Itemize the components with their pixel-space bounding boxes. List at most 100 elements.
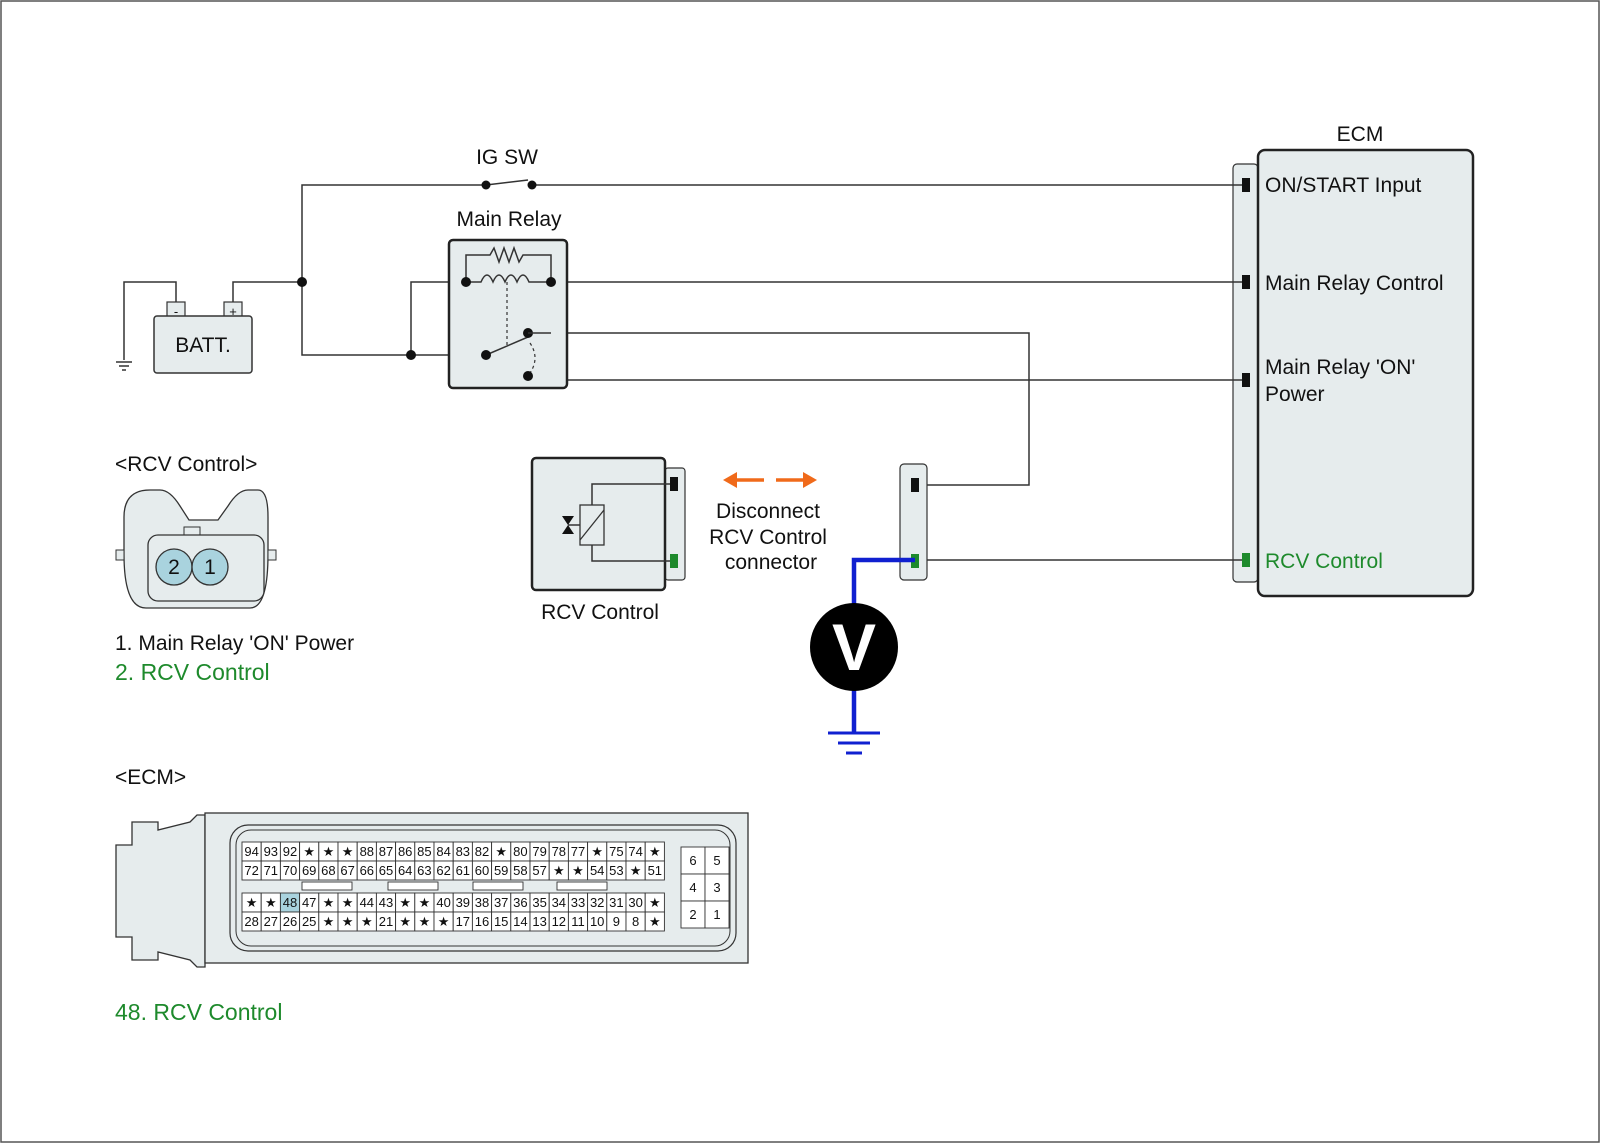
ecm-pin-label: ★ xyxy=(342,844,354,859)
ecm-key-slot xyxy=(556,881,608,891)
ecm-pin-label: 63 xyxy=(417,863,431,878)
ecm-pin-label: 60 xyxy=(475,863,489,878)
rcv-control-component: RCV Control xyxy=(530,456,686,624)
junction-dot xyxy=(406,350,416,360)
ecm-side-pin-label: 1 xyxy=(713,907,720,922)
ecm-pin-label: 61 xyxy=(456,863,470,878)
ecm-side-pin-label: 4 xyxy=(689,880,696,895)
ecm-pin-label: ★ xyxy=(265,895,277,910)
ecm-pin-main-relay-on: Main Relay 'ON' xyxy=(1265,356,1415,379)
voltmeter-icon xyxy=(810,603,898,691)
ecm-pin-label: 48 xyxy=(283,895,297,910)
ecm-pin-label: 84 xyxy=(436,844,450,859)
ecm-title: ECM xyxy=(1337,123,1384,146)
rcv-terminal xyxy=(670,477,678,491)
ecm-pin-label: 71 xyxy=(264,863,278,878)
ecm-pin-label: 65 xyxy=(379,863,393,878)
rcv-pin-1 xyxy=(191,548,229,586)
ecm-pin-label: ★ xyxy=(399,914,411,929)
ecm-pin-label: 44 xyxy=(360,895,374,910)
relay-coil xyxy=(466,274,551,284)
ecm-pin-terminal xyxy=(1242,275,1250,289)
battery-body xyxy=(153,315,253,374)
harness-connector-body xyxy=(899,463,928,581)
rcv-legend-2: 2. RCV Control xyxy=(115,659,270,685)
rcv-pin-2-label: 2 xyxy=(168,556,180,579)
ig-switch-blade xyxy=(485,179,529,186)
ecm-pin-label: 28 xyxy=(244,914,258,929)
ecm-pin-label: ★ xyxy=(553,863,565,878)
ecm-pin-label: 75 xyxy=(609,844,623,859)
ecm-pin-label: 37 xyxy=(494,895,508,910)
ecm-box xyxy=(1256,148,1475,598)
main-relay-label: Main Relay xyxy=(456,208,562,231)
ecm-key-slot xyxy=(301,881,353,891)
relay-node xyxy=(461,277,471,287)
ecm-pin-terminal-green xyxy=(1242,553,1250,567)
relay-node xyxy=(481,350,491,360)
ecm-pin-rcv-control: RCV Control xyxy=(1265,550,1383,573)
main-relay: Main Relay xyxy=(447,208,569,390)
rcv-valve-icon xyxy=(562,516,574,534)
ecm-pin-label: 30 xyxy=(628,895,642,910)
ecm-pin-label: 67 xyxy=(340,863,354,878)
ecm-pin-label: 14 xyxy=(513,914,527,929)
ecm-pin-label: 92 xyxy=(283,844,297,859)
ecm-module: ECM ON/START Input Main Relay Control Ma… xyxy=(1232,123,1475,598)
ecm-pin-label: 80 xyxy=(513,844,527,859)
ecm-pin-terminal xyxy=(1242,178,1250,192)
rcv-connector-latch xyxy=(115,549,125,561)
ecm-side-pin-label: 2 xyxy=(689,907,696,922)
ecm-pin-label: 31 xyxy=(609,895,623,910)
battery: - + BATT. xyxy=(153,301,253,374)
ecm-pin-label: 86 xyxy=(398,844,412,859)
ecm-pin-label: ★ xyxy=(495,844,507,859)
relay-switch-travel xyxy=(529,342,536,374)
ecm-pin-label: ★ xyxy=(419,895,431,910)
ecm-pin-label: 69 xyxy=(302,863,316,878)
rcv-connector-key xyxy=(183,526,201,536)
ecm-pin-cell xyxy=(644,860,665,881)
ecm-side-pin-label: 5 xyxy=(713,853,720,868)
ecm-pin-label: ★ xyxy=(246,895,258,910)
ecm-pin-label: 57 xyxy=(532,863,546,878)
ecm-pin-on-start: ON/START Input xyxy=(1265,174,1422,197)
ecm-pin-label: 25 xyxy=(302,914,316,929)
rcv-connector-view: <RCV Control> 2 1 1. Main Relay 'ON' Pow… xyxy=(115,453,354,685)
ecm-pin-label: 51 xyxy=(648,863,662,878)
ecm-pin-label: ★ xyxy=(630,863,642,878)
ecm-pin-label: 64 xyxy=(398,863,412,878)
ecm-key-slot xyxy=(472,881,524,891)
ecm-pin-label: 16 xyxy=(475,914,489,929)
ig-sw-contact xyxy=(481,180,491,190)
rcv-component-label: RCV Control xyxy=(541,601,659,624)
ecm-pin-label: ★ xyxy=(649,895,661,910)
ecm-pin-label: 43 xyxy=(379,895,393,910)
ecm-pin-label: 78 xyxy=(552,844,566,859)
wire-relay-out-rcv xyxy=(551,332,1030,486)
ecm-pin-label: 83 xyxy=(456,844,470,859)
ecm-pin-label: 77 xyxy=(571,844,585,859)
rcv-component-box xyxy=(530,456,667,592)
ecm-pin-label: 21 xyxy=(379,914,393,929)
wire-ig-sw-in xyxy=(301,184,486,282)
harness-connector xyxy=(899,463,928,581)
battery-label: BATT. xyxy=(175,334,231,357)
ecm-pin-cell xyxy=(644,911,665,932)
main-relay-box xyxy=(447,238,569,390)
ecm-pin-label: ★ xyxy=(303,844,315,859)
ecm-pin-label: 68 xyxy=(321,863,335,878)
arrow-left-icon xyxy=(723,472,737,488)
rcv-connector-latch xyxy=(267,549,277,561)
ecm-pin-label: ★ xyxy=(342,914,354,929)
relay-node xyxy=(546,277,556,287)
ecm-pin-label: 59 xyxy=(494,863,508,878)
ecm-pin-label: 47 xyxy=(302,895,316,910)
voltmeter-label: V xyxy=(832,610,876,684)
ecm-pin-terminal xyxy=(1242,373,1250,387)
relay-node xyxy=(523,371,533,381)
ecm-pin-label: ★ xyxy=(649,844,661,859)
ecm-pin-label: 72 xyxy=(244,863,258,878)
relay-switch-blade xyxy=(485,336,529,356)
